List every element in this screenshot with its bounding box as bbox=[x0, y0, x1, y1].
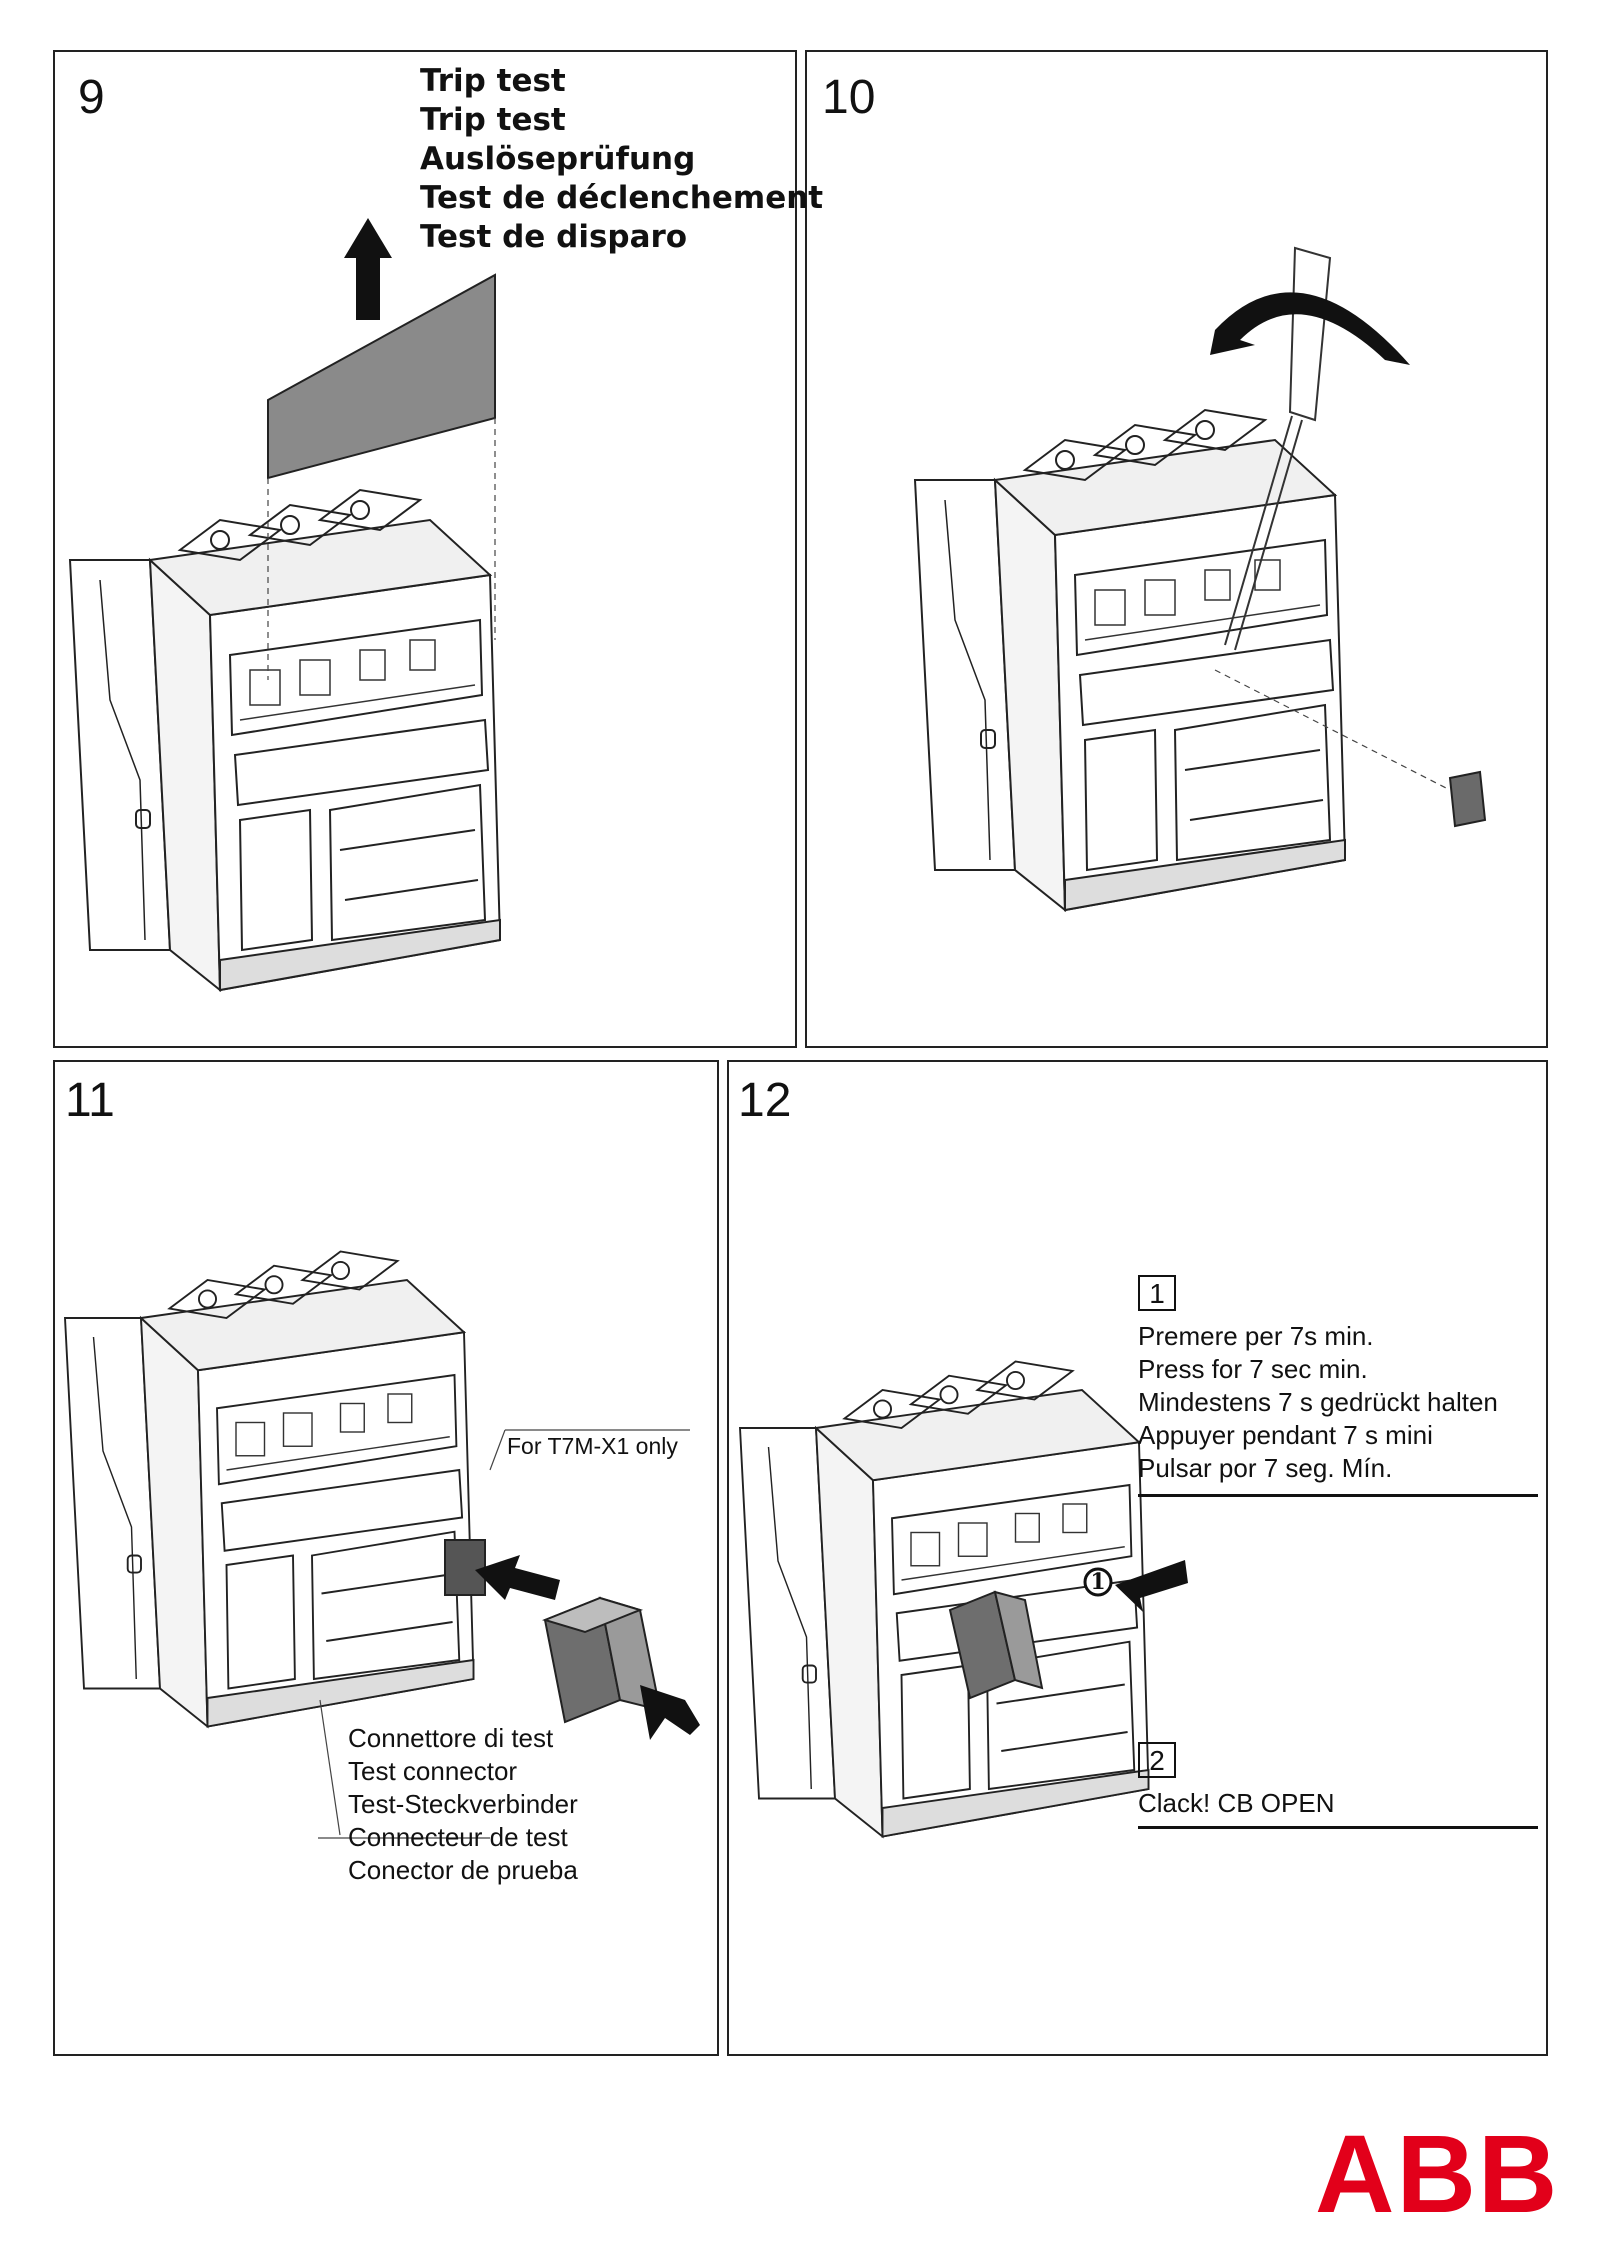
panel-9-breaker bbox=[69, 489, 501, 991]
panel-12-breaker bbox=[739, 1360, 1150, 1838]
step-1-box: 1 bbox=[1138, 1275, 1176, 1311]
press-line-es: Pulsar por 7 seg. Mín. bbox=[1138, 1453, 1393, 1483]
trip-unit-cover bbox=[267, 273, 496, 480]
title-line-es: Test de disparo bbox=[420, 219, 688, 255]
connector-line-de: Test-Steckverbinder bbox=[348, 1789, 578, 1819]
step-number-11: 11 bbox=[65, 1074, 115, 1127]
step-number-10: 10 bbox=[822, 71, 876, 124]
press-line-de: Mindestens 7 s gedrückt halten bbox=[1138, 1387, 1498, 1417]
step-2-rule bbox=[1138, 1826, 1538, 1829]
screwdriver bbox=[1224, 246, 1332, 651]
step-number-9: 9 bbox=[78, 71, 105, 124]
callout-circle-icon bbox=[1083, 1567, 1113, 1597]
press-arrow-icon bbox=[1115, 1560, 1188, 1612]
connector-line-es: Conector de prueba bbox=[348, 1855, 578, 1885]
step-2-box: 2 bbox=[1138, 1742, 1176, 1778]
connector-line-it: Connettore di test bbox=[348, 1723, 554, 1753]
arrow-up-icon bbox=[344, 218, 392, 320]
title-line-fr: Test de déclenchement bbox=[420, 180, 824, 216]
trip-test-title: Trip test Trip test Auslöseprüfung Test … bbox=[420, 62, 823, 257]
title-line-de: Auslöseprüfung bbox=[420, 141, 696, 177]
step-1-rule bbox=[1138, 1494, 1538, 1497]
test-connector bbox=[444, 1539, 662, 1724]
press-line-en: Press for 7 sec min. bbox=[1138, 1354, 1368, 1384]
test-connector-small bbox=[1448, 770, 1487, 828]
model-note: For T7M-X1 only bbox=[507, 1433, 678, 1459]
connector-line-fr: Connecteur de test bbox=[348, 1822, 568, 1852]
panel-10-breaker bbox=[914, 409, 1346, 911]
press-instruction: Premere per 7s min. Press for 7 sec min.… bbox=[1138, 1320, 1498, 1485]
rotate-arrow-icon bbox=[1210, 292, 1410, 365]
test-connector-attached bbox=[948, 1590, 1044, 1700]
clack-result: Clack! CB OPEN bbox=[1138, 1788, 1335, 1818]
press-line-it: Premere per 7s min. bbox=[1138, 1321, 1374, 1351]
abb-logo: ABB bbox=[1315, 2113, 1560, 2236]
title-line-it: Trip test bbox=[420, 63, 566, 99]
step-number-12: 12 bbox=[738, 1074, 792, 1127]
panel-11-breaker bbox=[64, 1250, 475, 1728]
title-line-en: Trip test bbox=[420, 102, 566, 138]
connector-line-en: Test connector bbox=[348, 1756, 518, 1786]
callout-number: 1 bbox=[1090, 1569, 1106, 1595]
press-line-fr: Appuyer pendant 7 s mini bbox=[1138, 1420, 1433, 1450]
arrow-left-icon-1 bbox=[475, 1555, 560, 1600]
arrow-left-icon-2 bbox=[640, 1685, 700, 1740]
test-connector-label: Connettore di test Test connector Test-S… bbox=[348, 1722, 578, 1887]
